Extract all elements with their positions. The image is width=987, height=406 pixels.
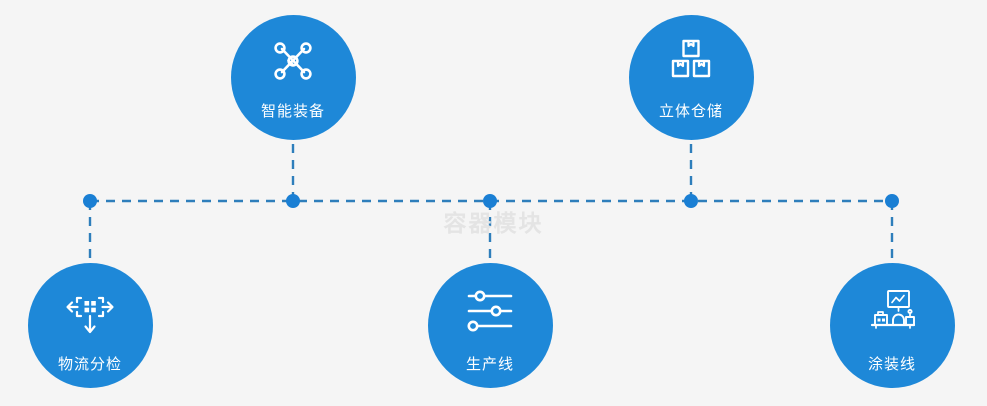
junction-dot-1[interactable]: [83, 194, 97, 208]
network-nodes-icon: [267, 35, 319, 87]
junction-dot-3[interactable]: [483, 194, 497, 208]
node-production-line[interactable]: 生产线: [427, 262, 553, 388]
junction-dot-2[interactable]: [286, 194, 300, 208]
junction-dot-4[interactable]: [684, 194, 698, 208]
node-logistics-sorting[interactable]: 物流分检: [27, 262, 153, 388]
node-intelligent-equipment[interactable]: 智能装备: [230, 14, 356, 140]
stacked-boxes-icon: [665, 35, 717, 87]
node-label: 涂装线: [867, 354, 916, 373]
node-label: 智能装备: [260, 101, 325, 120]
node-painting-line[interactable]: 涂装线: [829, 262, 955, 388]
node-label: 物流分检: [57, 354, 122, 373]
node-label: 生产线: [465, 354, 514, 373]
junction-dot-5[interactable]: [885, 194, 899, 208]
sliders-icon: [464, 285, 516, 337]
factory-monitor-icon: [866, 285, 918, 337]
node-label: 立体仓储: [658, 101, 723, 120]
sorting-arrows-icon: [64, 285, 116, 337]
node-stereoscopic-warehouse[interactable]: 立体仓储: [628, 14, 754, 140]
